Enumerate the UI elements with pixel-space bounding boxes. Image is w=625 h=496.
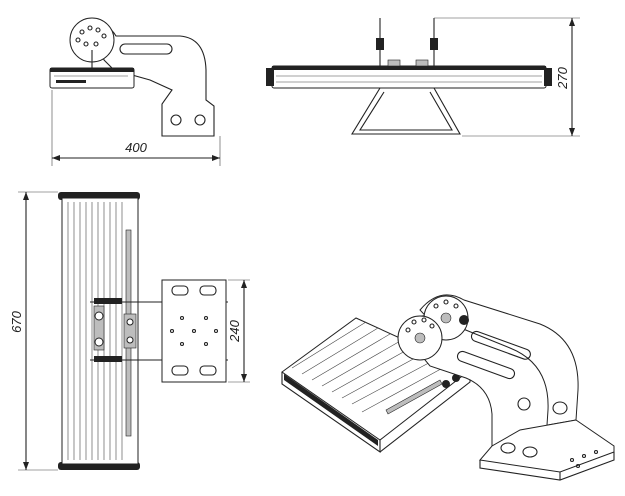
front-height-label: 270: [555, 66, 570, 89]
plan-length-label: 670: [9, 310, 24, 332]
isometric-view: [281, 294, 615, 481]
side-view: 400: [49, 17, 221, 166]
side-width-label: 400: [125, 140, 147, 155]
front-view: 270: [266, 17, 580, 137]
bracket-width-label: 240: [227, 319, 242, 342]
plan-view: 670 240: [9, 191, 250, 471]
